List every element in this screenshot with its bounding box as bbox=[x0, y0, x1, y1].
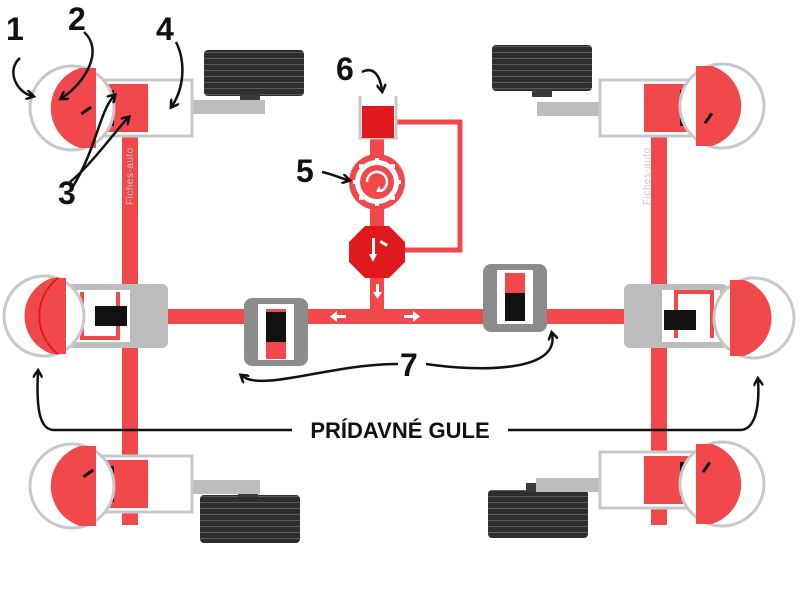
label-7: 7 bbox=[400, 347, 418, 383]
watermark-right: Fiches-auto bbox=[642, 147, 653, 205]
reservoir bbox=[358, 96, 398, 140]
label-5: 5 bbox=[296, 153, 314, 189]
middle-right-cylinder bbox=[624, 284, 728, 348]
front-left-sphere bbox=[28, 64, 116, 152]
label-1: 1 bbox=[6, 11, 24, 47]
accumulator-left bbox=[244, 298, 308, 366]
pressure-regulator bbox=[349, 226, 405, 278]
rear-left-sphere bbox=[28, 442, 116, 530]
middle-left-sphere bbox=[2, 274, 86, 358]
extra-spheres-caption: PRÍDAVNÉ GULE bbox=[310, 418, 489, 443]
pump-gear bbox=[349, 154, 405, 210]
watermark-left: Fiches-auto bbox=[125, 147, 136, 205]
callout-arrows bbox=[12, 31, 758, 432]
label-3: 3 bbox=[58, 175, 76, 211]
accumulator-right bbox=[483, 264, 547, 332]
front-left-wheel bbox=[204, 50, 304, 102]
label-4: 4 bbox=[156, 11, 174, 47]
front-right-sphere bbox=[678, 62, 766, 150]
label-2: 2 bbox=[68, 1, 86, 37]
rear-left-wheel bbox=[200, 488, 300, 543]
middle-right-sphere bbox=[712, 276, 796, 360]
strut-arms bbox=[185, 100, 617, 494]
flow-arrows bbox=[330, 284, 420, 322]
front-right-wheel bbox=[492, 45, 592, 97]
label-6: 6 bbox=[336, 51, 354, 87]
rear-right-sphere bbox=[678, 440, 766, 528]
